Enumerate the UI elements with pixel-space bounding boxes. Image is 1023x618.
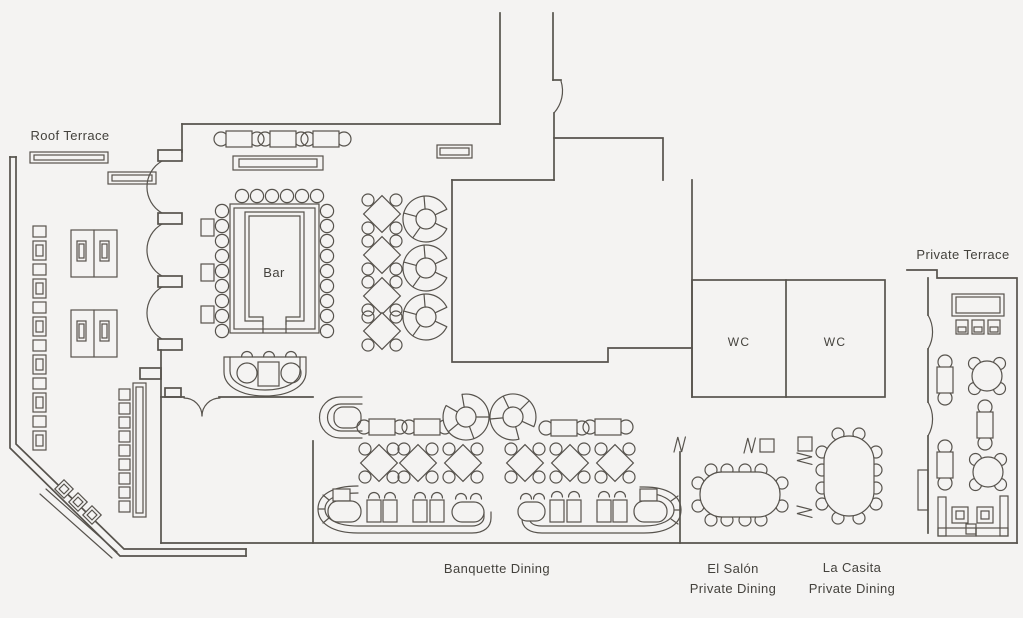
counter xyxy=(232,155,324,171)
wc-left-label: WC xyxy=(728,335,750,349)
terrace-left-seating xyxy=(32,225,47,451)
roof-terrace-wall xyxy=(9,156,247,557)
roof-terrace-area: Roof Terrace xyxy=(9,128,247,559)
terrace-buffet xyxy=(951,293,1005,335)
entrance-corridor xyxy=(499,12,564,181)
curtain-symbol xyxy=(673,436,687,453)
table xyxy=(213,130,265,148)
french-door-wall xyxy=(139,123,183,544)
terrace-right-bench xyxy=(118,382,147,518)
terrace-corner-bench xyxy=(39,478,118,559)
la-casita-area: La Casita Private Dining xyxy=(796,427,896,596)
service-stand xyxy=(759,438,775,453)
table xyxy=(361,275,403,317)
table xyxy=(358,442,400,484)
banquette-strip xyxy=(317,485,492,534)
bar-label: Bar xyxy=(263,265,285,280)
table xyxy=(936,439,954,491)
la-casita-sublabel: Private Dining xyxy=(809,581,896,596)
el-salon-sublabel: Private Dining xyxy=(690,581,777,596)
table xyxy=(582,418,634,436)
side-counter xyxy=(436,144,473,159)
banquette-strip xyxy=(517,486,682,534)
terrace-top-bench xyxy=(29,151,157,185)
booth xyxy=(402,293,448,341)
table xyxy=(594,442,636,484)
bar-side-tables xyxy=(200,218,215,324)
bar-counter: Bar xyxy=(214,188,335,339)
table xyxy=(967,356,1007,396)
table xyxy=(968,452,1008,492)
bar-area: Bar xyxy=(200,130,473,397)
c-booth xyxy=(318,396,363,439)
roof-terrace-label: Roof Terrace xyxy=(31,128,110,143)
service-station xyxy=(223,350,307,397)
table xyxy=(538,419,590,437)
private-terrace-walls xyxy=(906,269,1018,544)
kitchen-block-walls xyxy=(451,137,693,398)
table xyxy=(442,442,484,484)
table xyxy=(361,234,403,276)
banquette-dining-label: Banquette Dining xyxy=(444,561,550,576)
private-terrace-label: Private Terrace xyxy=(916,247,1009,262)
wc-right-label: WC xyxy=(824,335,846,349)
private-terrace-area: Private Terrace xyxy=(906,247,1018,544)
terrace-lounge-sofas xyxy=(937,495,1009,537)
curtain-symbol xyxy=(796,452,813,465)
partition-post xyxy=(797,436,813,452)
curtain-symbol xyxy=(743,437,757,454)
el-salon-label: El Salón xyxy=(707,561,759,576)
table xyxy=(356,418,408,436)
table xyxy=(976,399,994,451)
booth xyxy=(402,195,448,243)
table xyxy=(504,442,546,484)
table xyxy=(361,193,403,235)
terrace-loungers xyxy=(70,229,118,358)
wc-block: WC WC xyxy=(691,279,886,398)
service-room-walls xyxy=(160,387,314,544)
booth xyxy=(479,383,545,449)
table xyxy=(936,354,954,406)
banquette-dining-area: Banquette Dining xyxy=(317,383,682,576)
booth xyxy=(402,244,448,292)
la-casita-label: La Casita xyxy=(823,560,882,575)
booth xyxy=(434,386,499,450)
el-salon-table xyxy=(691,463,789,527)
table xyxy=(361,310,403,352)
table xyxy=(549,442,591,484)
el-salon-area: El Salón Private Dining xyxy=(673,436,789,596)
table xyxy=(397,442,439,484)
curtain-symbol xyxy=(796,505,813,519)
la-casita-table xyxy=(815,427,883,525)
